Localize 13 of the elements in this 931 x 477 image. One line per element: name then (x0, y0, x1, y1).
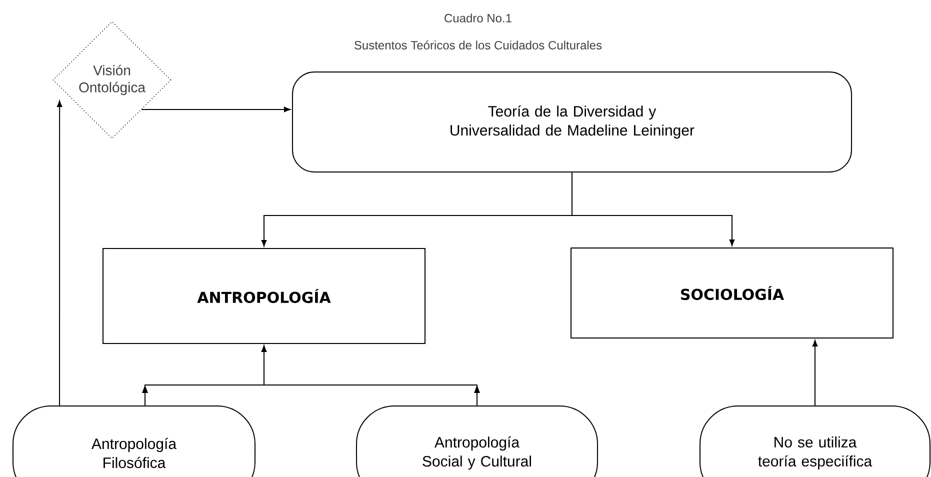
arrow (572, 172, 735, 246)
terminal-box: Antropología Filosófica (12, 406, 256, 477)
terminal-box: Antropología Social y Cultural (356, 406, 598, 477)
arrow (141, 106, 290, 112)
title: Sustentos Teóricos de los Cuidados Culturales (354, 40, 602, 50)
process-box: SOCIOLOGÍA (570, 248, 894, 338)
process-box: ANTROPOLOGÍA (102, 248, 426, 344)
arrow (56, 100, 62, 406)
arrow (261, 346, 480, 406)
process-box: Teoría de la Diversidad y Universalidad de Madeline Leininger (292, 72, 852, 172)
heading: Cuadro No.1 (444, 14, 512, 22)
arrow (812, 340, 818, 406)
terminal-box: No se utiliza teoría especiífica (700, 406, 930, 477)
